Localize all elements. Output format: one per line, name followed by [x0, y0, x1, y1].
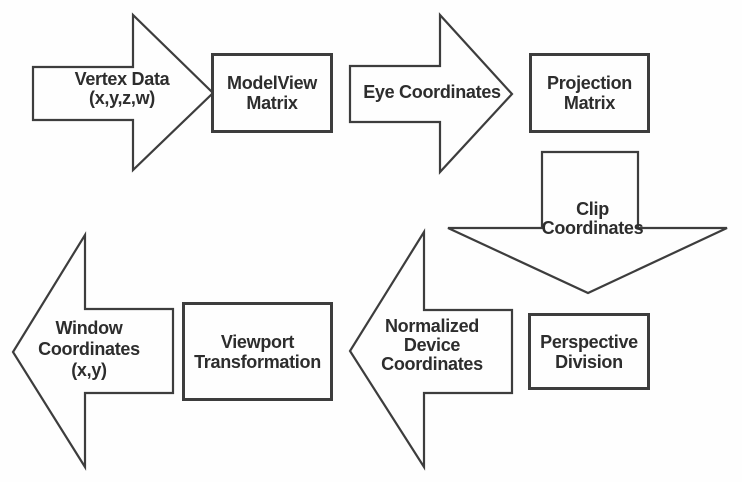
- modelview-matrix-box: ModelView Matrix: [211, 53, 333, 133]
- perspective-division-label-line2: Division: [555, 351, 623, 372]
- clip-coordinates-label-line2: Coordinates: [541, 218, 644, 238]
- projection-matrix-label-line2: Matrix: [563, 93, 616, 113]
- clip-coordinates-label: Clip Coordinates: [520, 200, 665, 238]
- perspective-division-label-line1: Perspective: [540, 331, 638, 352]
- viewport-transformation-box: Viewport Transformation: [182, 302, 333, 401]
- eye-coordinates-label-line1: Eye Coordinates: [363, 82, 501, 102]
- projection-matrix-box: Projection Matrix: [529, 53, 650, 133]
- window-coordinates-label-line1: Window: [55, 318, 123, 338]
- ndc-label-line1: Normalized: [384, 316, 480, 336]
- vertex-data-label: Vertex Data (x,y,z,w): [52, 70, 192, 108]
- window-coordinates-label-line2: Coordinates: [38, 339, 140, 359]
- modelview-matrix-label-line2: Matrix: [246, 93, 298, 113]
- ndc-label-line2: Device: [403, 335, 461, 355]
- modelview-matrix-label: ModelView Matrix: [227, 73, 317, 113]
- viewport-transformation-label-line1: Viewport: [220, 331, 295, 352]
- ndc-label: Normalized Device Coordinates: [362, 317, 502, 374]
- window-coordinates-label: Window Coordinates (x,y): [19, 318, 159, 381]
- modelview-matrix-label-line1: ModelView: [227, 73, 317, 93]
- viewport-transformation-label: Viewport Transformation: [194, 332, 321, 372]
- ndc-arrow: [348, 228, 514, 471]
- vertex-data-arrow: [31, 12, 215, 173]
- clip-coordinates-arrow: [447, 150, 728, 295]
- projection-matrix-label-line1: Projection: [546, 73, 632, 93]
- perspective-division-box: Perspective Division: [528, 313, 650, 390]
- window-coordinates-arrow: [11, 231, 175, 471]
- vertex-data-label-line1: Vertex Data: [74, 69, 170, 89]
- window-coordinates-label-line3: (x,y): [71, 360, 107, 380]
- eye-coordinates-arrow: [348, 12, 514, 175]
- projection-matrix-label: Projection Matrix: [547, 73, 632, 113]
- perspective-division-label: Perspective Division: [540, 332, 638, 372]
- clip-coordinates-label-line1: Clip: [576, 199, 609, 219]
- eye-coordinates-label: Eye Coordinates: [352, 83, 512, 102]
- viewport-transformation-label-line2: Transformation: [194, 351, 321, 372]
- ndc-label-line3: Coordinates: [381, 354, 483, 374]
- vertex-data-label-line2: (x,y,z,w): [89, 88, 155, 108]
